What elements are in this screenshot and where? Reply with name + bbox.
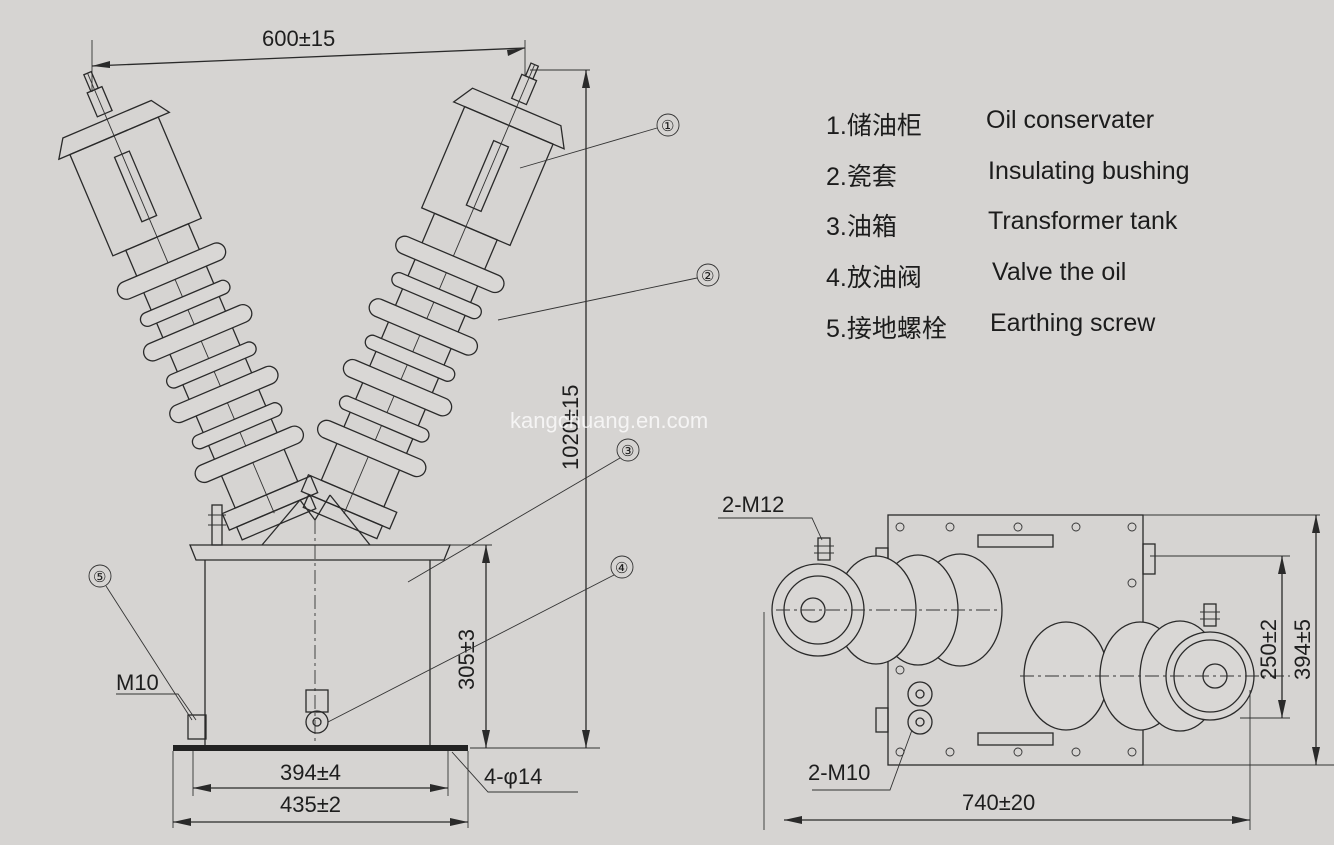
left-bushing <box>57 70 319 541</box>
callout-3: ③ <box>621 443 634 460</box>
side-bolt-bottom-label: 2-M10 <box>808 760 870 785</box>
legend-cn: 接地螺栓 <box>846 315 947 343</box>
dim-base-inner-text: 394±4 <box>280 760 341 785</box>
watermark: kangchuang.en.com <box>510 408 709 433</box>
side-h2-text: 394±5 <box>1290 619 1315 680</box>
side-h1-text: 250±2 <box>1256 619 1281 680</box>
right-bushing <box>300 62 565 540</box>
dim-tank-height: 305±3 <box>440 544 492 748</box>
legend-num: 1. <box>826 112 847 140</box>
oil-valve <box>305 710 329 734</box>
side-view: 2-M12 2-M10 740±20 250±2 394±5 <box>718 492 1334 830</box>
side-right-bushing <box>1020 603 1290 732</box>
side-bolt-top-label: 2-M12 <box>722 492 784 517</box>
dim-base-outer-text: 435±2 <box>280 792 341 817</box>
legend-num: 3. <box>826 213 847 241</box>
callout-2: ② <box>701 268 714 285</box>
dim-total-height-text: 1020±15 <box>558 385 583 471</box>
callouts: ① ② ③ ④ ⑤ <box>88 113 720 723</box>
legend-en: Transformer tank <box>988 207 1178 235</box>
legend-num: 5. <box>826 315 847 343</box>
dim-holes-text: 4-φ14 <box>484 764 542 789</box>
dim-top-width-text: 600±15 <box>262 26 335 51</box>
dim-base: 394±4 435±2 4-φ14 <box>172 751 578 828</box>
earthing-screw <box>187 714 207 740</box>
legend-num: 4. <box>826 264 847 292</box>
callout-5: ⑤ <box>93 569 106 586</box>
side-left-bushing <box>771 537 1003 667</box>
callout-4: ④ <box>615 560 628 577</box>
front-view: 600±15 1020±15 <box>57 26 720 828</box>
dim-total-height: 1020±15 <box>470 69 600 749</box>
legend-en: Valve the oil <box>992 258 1127 286</box>
transformer-tank <box>173 494 468 751</box>
legend-cn: 瓷套 <box>846 163 897 191</box>
legend-en: Oil conservater <box>986 106 1155 134</box>
dim-tank-height-text: 305±3 <box>454 629 479 690</box>
legend-en: Insulating bushing <box>988 157 1190 185</box>
legend-cn: 放油阀 <box>846 264 922 292</box>
legend-en: Earthing screw <box>990 309 1156 337</box>
dim-top-width: 600±15 <box>91 26 526 92</box>
legend-cn: 油箱 <box>846 213 897 241</box>
side-length-text: 740±20 <box>962 790 1035 815</box>
callout-1: ① <box>661 118 674 135</box>
legend-num: 2. <box>826 163 847 191</box>
legend-cn: 储油柜 <box>846 112 922 140</box>
earth-bolt-label: M10 <box>116 670 159 695</box>
